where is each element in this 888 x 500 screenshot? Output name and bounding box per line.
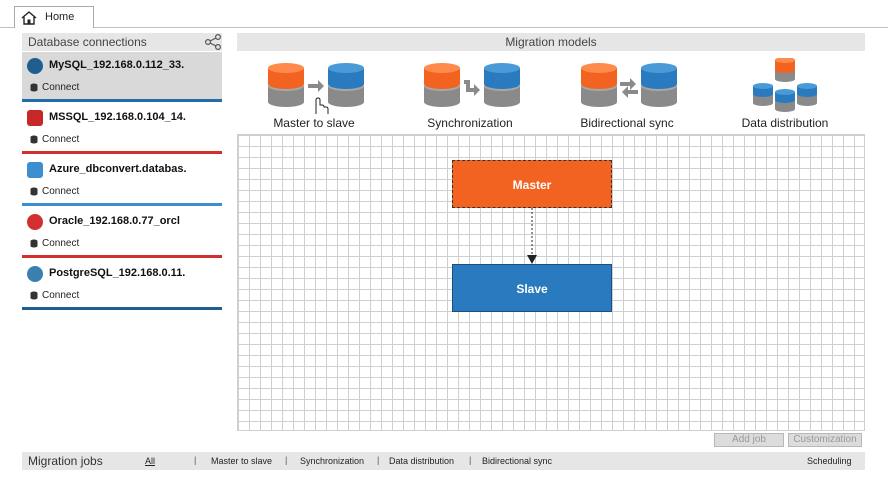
database-small-icon [30, 83, 38, 92]
bidirectional-sync-icon [581, 63, 677, 107]
database-small-icon [30, 291, 38, 300]
connection-color-bar [22, 151, 222, 154]
connect-link[interactable]: Connect [42, 186, 80, 197]
migration-jobs-bar: Migration jobs All | Master to slave | S… [22, 452, 865, 470]
filter-data-distribution[interactable]: Data distribution [389, 456, 455, 466]
connection-color-bar [22, 99, 222, 102]
add-job-button[interactable]: Add job [714, 433, 784, 447]
model-data-distribution[interactable]: Data distribution [715, 54, 855, 134]
mysql-icon [27, 58, 43, 74]
home-icon [21, 11, 37, 25]
database-small-icon [30, 135, 38, 144]
model-master-to-slave[interactable]: Master to slave [244, 54, 384, 134]
database-connections-header: Database connections [22, 33, 222, 51]
connection-color-bar [22, 307, 222, 310]
connection-color-bar [22, 255, 222, 258]
tab-home-label: Home [45, 11, 75, 23]
hand-cursor-icon [315, 97, 329, 114]
connection-name: PostgreSQL_192.168.0.11. [49, 267, 186, 279]
filter-separator: | [377, 455, 380, 465]
filter-master-to-slave[interactable]: Master to slave [211, 456, 273, 466]
connection-name: MySQL_192.168.0.112_33. [49, 59, 185, 71]
connection-item-azure[interactable]: Azure_dbconvert.databas. Connect [22, 156, 222, 206]
model-bidirectional-sync[interactable]: Bidirectional sync [557, 54, 697, 134]
database-connections-title: Database connections [28, 35, 147, 49]
connect-link[interactable]: Connect [42, 290, 80, 301]
migration-jobs-title: Migration jobs [28, 454, 103, 468]
tab-divider [0, 27, 888, 28]
slave-node[interactable]: Slave [452, 264, 612, 312]
filter-separator: | [469, 455, 472, 465]
scheduling-link[interactable]: Scheduling [807, 456, 852, 466]
database-small-icon [30, 187, 38, 196]
postgresql-icon [27, 266, 43, 282]
oracle-icon [27, 214, 43, 230]
connect-link[interactable]: Connect [42, 238, 80, 249]
filter-separator: | [194, 455, 197, 465]
azure-icon [27, 162, 43, 178]
connection-name: Azure_dbconvert.databas. [49, 163, 187, 175]
filter-all[interactable]: All [145, 456, 156, 466]
connection-name: Oracle_192.168.0.77_orcl [49, 215, 180, 227]
connection-name: MSSQL_192.168.0.104_14. [49, 111, 186, 123]
filter-separator: | [285, 455, 288, 465]
model-label: Bidirectional sync [580, 116, 674, 130]
connection-item-postgresql[interactable]: PostgreSQL_192.168.0.11. Connect [22, 260, 222, 310]
connection-item-mssql[interactable]: MSSQL_192.168.0.104_14. Connect [22, 104, 222, 154]
tab-home[interactable]: Home [14, 6, 94, 28]
mssql-icon [27, 110, 43, 126]
filter-synchronization[interactable]: Synchronization [300, 456, 365, 466]
top-tab-bar: Home [0, 0, 888, 30]
synchronization-icon [424, 63, 520, 107]
model-label: Data distribution [741, 116, 829, 130]
connect-link[interactable]: Connect [42, 134, 80, 145]
model-label: Master to slave [273, 116, 355, 130]
data-distribution-icon [753, 58, 817, 112]
filter-bidirectional-sync[interactable]: Bidirectional sync [482, 456, 553, 466]
connection-item-oracle[interactable]: Oracle_192.168.0.77_orcl Connect [22, 208, 222, 258]
connection-color-bar [22, 203, 222, 206]
migration-models-header: Migration models [237, 33, 865, 51]
master-to-slave-icon [268, 63, 364, 114]
model-synchronization[interactable]: Synchronization [400, 54, 540, 134]
master-node[interactable]: Master [452, 160, 612, 208]
model-label: Synchronization [427, 116, 513, 130]
connect-link[interactable]: Connect [42, 82, 80, 93]
connection-item-mysql[interactable]: MySQL_192.168.0.112_33. Connect [22, 52, 222, 102]
share-icon[interactable] [205, 34, 221, 50]
database-small-icon [30, 239, 38, 248]
customization-button[interactable]: Customization [788, 433, 862, 447]
